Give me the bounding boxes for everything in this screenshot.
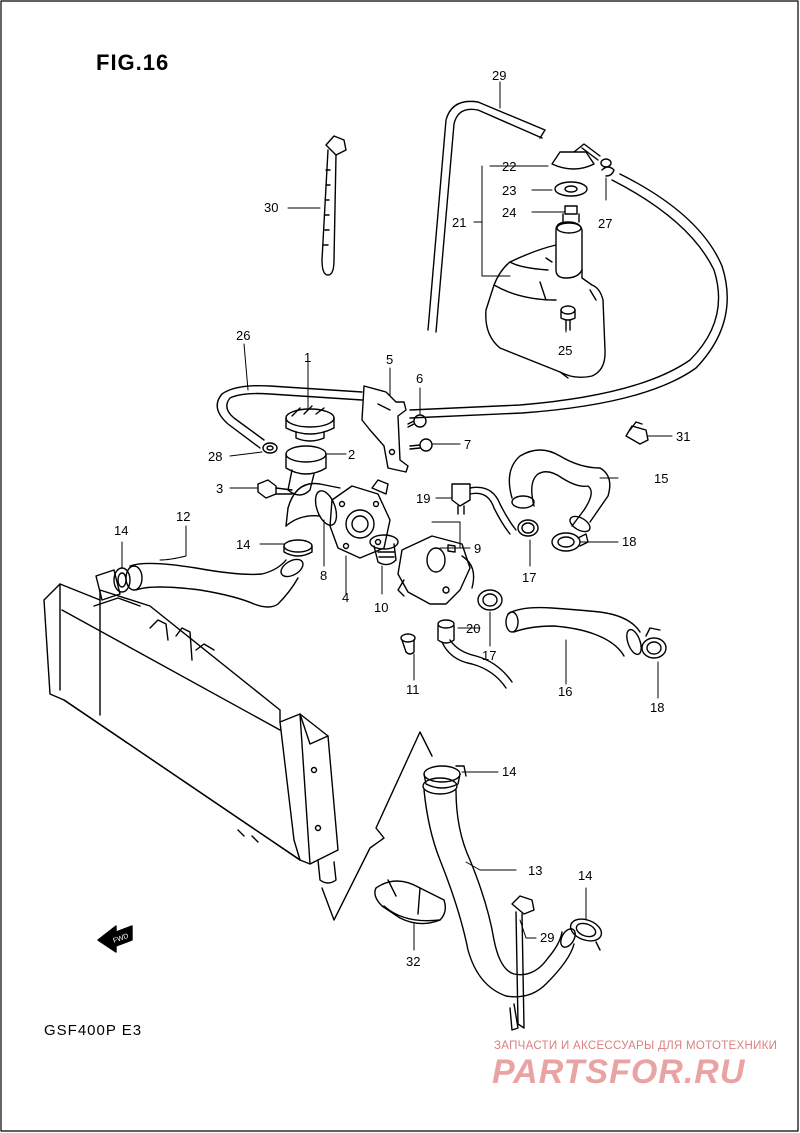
callout-13: 13 xyxy=(528,863,542,878)
callout-3: 3 xyxy=(216,481,223,496)
clamp-17a xyxy=(517,519,539,537)
callout-1: 1 xyxy=(304,350,311,365)
callout-8: 8 xyxy=(320,568,327,583)
callout-25: 25 xyxy=(558,343,572,358)
callout-20: 20 xyxy=(466,621,480,636)
leader-lines xyxy=(121,81,673,951)
water-hose-15 xyxy=(508,449,611,533)
callout-14d: 14 xyxy=(578,868,592,883)
radiator-cap xyxy=(285,405,335,442)
callout-29: 29 xyxy=(492,68,506,83)
callout-24: 24 xyxy=(502,205,516,220)
radiator-hose-12 xyxy=(125,558,304,608)
watermark-tagline: ЗАПЧАСТИ И АКСЕССУАРЫ ДЛЯ МОТОТЕХНИКИ xyxy=(494,1040,778,1052)
callout-9: 9 xyxy=(474,541,481,556)
model-code: GSF400P E3 xyxy=(44,1022,143,1039)
cap-gasket xyxy=(554,181,588,197)
clamp-14-lower-a xyxy=(423,765,467,789)
o-ring xyxy=(314,490,338,526)
thermostat xyxy=(369,534,399,566)
callout-14a: 14 xyxy=(114,523,128,538)
overflow-hose xyxy=(409,100,728,419)
radiator-hose-13 xyxy=(422,777,576,998)
fwd-arrow-icon: FWD xyxy=(97,925,133,953)
callout-5: 5 xyxy=(386,352,393,367)
bracket-grommet xyxy=(371,479,389,495)
callout-18b: 18 xyxy=(650,700,664,715)
hose-clip xyxy=(601,166,615,177)
callout-23: 23 xyxy=(502,183,516,198)
callout-12: 12 xyxy=(176,509,190,524)
callout-15: 15 xyxy=(654,471,668,486)
callout-14b: 14 xyxy=(236,537,250,552)
callout-4: 4 xyxy=(342,590,349,605)
callout-26: 26 xyxy=(236,328,250,343)
clamp-14-upper xyxy=(283,539,313,557)
callout-14c: 14 xyxy=(502,764,516,779)
callout-6: 6 xyxy=(416,371,423,386)
callout-16: 16 xyxy=(558,684,572,699)
tank-bolt xyxy=(560,305,576,331)
hose-clamp xyxy=(262,442,278,454)
clamp-18b xyxy=(641,627,667,659)
callout-27: 27 xyxy=(598,216,612,231)
reservoir-cap xyxy=(551,143,612,170)
hose-band-lower xyxy=(509,895,535,1031)
callout-31: 31 xyxy=(676,429,690,444)
callout-32: 32 xyxy=(406,954,420,969)
temp-gauge-sensor xyxy=(437,619,513,689)
mounting-bolt xyxy=(257,479,293,499)
filler-neck xyxy=(562,205,580,223)
radiator-inlet xyxy=(95,569,121,601)
callout-22: 22 xyxy=(502,159,516,174)
mounting-bracket xyxy=(361,385,409,473)
callout-11: 11 xyxy=(406,682,420,697)
bracket-bolt-6 xyxy=(407,414,427,428)
callout-10: 10 xyxy=(374,600,388,615)
filler-neck-inlet xyxy=(285,445,327,496)
callout-17b: 17 xyxy=(482,648,496,663)
callout-7: 7 xyxy=(464,437,471,452)
reservoir-tank xyxy=(485,221,606,379)
hose-clip-31 xyxy=(625,421,649,445)
clamp-14-lower-b xyxy=(569,918,603,951)
temp-switch xyxy=(451,483,517,535)
radiator xyxy=(43,583,339,884)
callout-19: 19 xyxy=(416,491,430,506)
break-line xyxy=(321,731,433,921)
callout-21: 21 xyxy=(452,215,466,230)
water-hose-16 xyxy=(505,606,642,657)
callout-28: 28 xyxy=(208,449,222,464)
callout-2: 2 xyxy=(348,447,355,462)
thermostat-housing xyxy=(329,485,391,559)
bracket-bolt-7 xyxy=(409,438,433,452)
figure-title: FIG.16 xyxy=(96,50,170,75)
callout-17a: 17 xyxy=(522,570,536,585)
case-bolt xyxy=(400,633,416,655)
hose-band xyxy=(321,135,347,276)
clamp-17b xyxy=(477,589,503,611)
watermark-logo: PARTSFOR.RU xyxy=(492,1053,746,1091)
callout-30: 30 xyxy=(264,200,278,215)
callout-labels: 29 22 23 24 21 27 25 30 26 1 5 6 7 2 28 … xyxy=(114,68,690,969)
thermostat-elbow xyxy=(285,482,341,527)
bypass-hose xyxy=(216,384,363,449)
callout-18a: 18 xyxy=(622,534,636,549)
thermostat-case xyxy=(397,535,475,605)
callout-29b: 29 xyxy=(540,930,554,945)
hose-protector xyxy=(374,879,447,925)
